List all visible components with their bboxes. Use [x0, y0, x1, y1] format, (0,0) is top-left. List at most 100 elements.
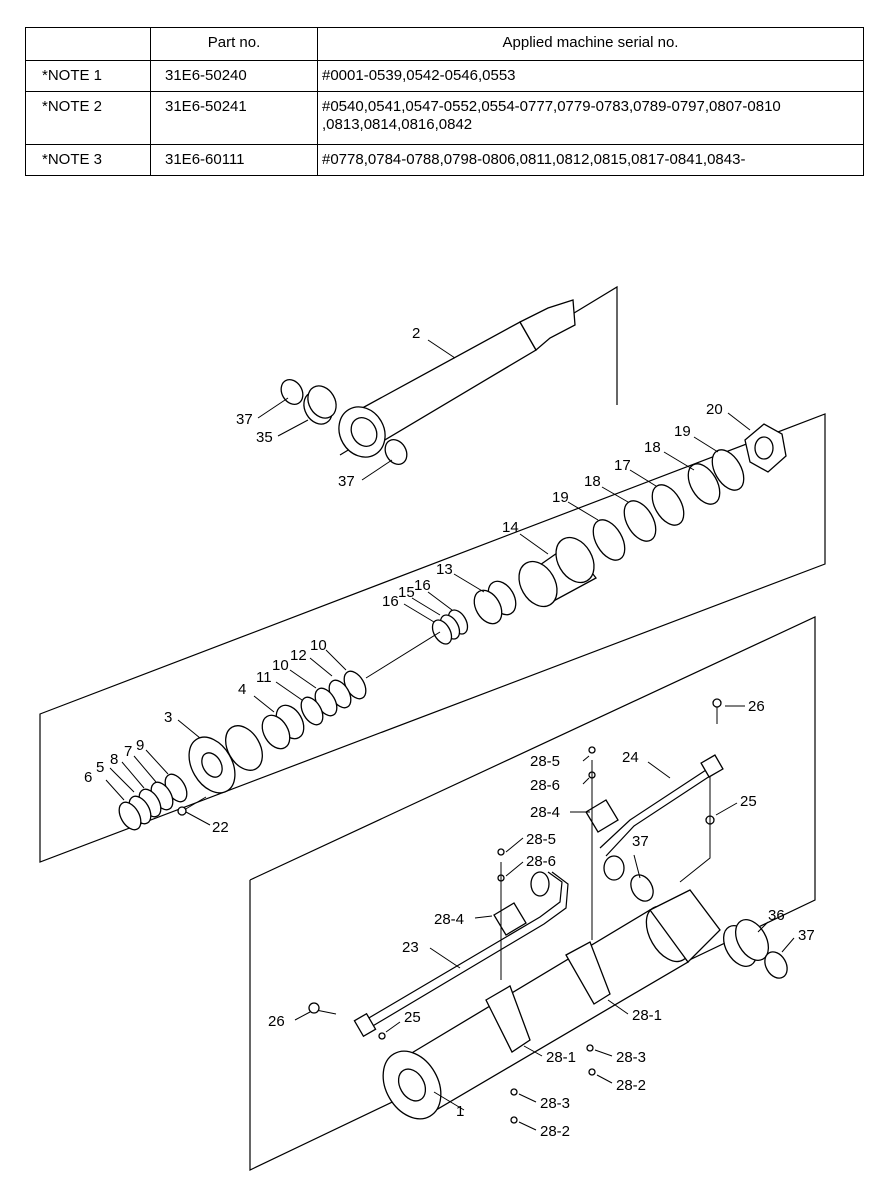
callout-label: 17	[614, 457, 631, 474]
callout-label: 15	[398, 584, 415, 601]
serial-number-table: Part no. Applied machine serial no. *NOT…	[25, 27, 864, 176]
callout-label: 18	[584, 473, 601, 490]
callout-label: 26	[748, 698, 765, 715]
ring-19b	[592, 519, 626, 561]
gland-3	[188, 725, 263, 794]
washer-28-3b	[510, 1088, 518, 1096]
callout-label: 37	[632, 833, 649, 850]
bolt-22	[177, 796, 207, 816]
callout-label: 28-6	[530, 777, 560, 794]
callout-label: 16	[382, 593, 399, 610]
serial-cell: #0001-0539,0542-0546,0553	[317, 60, 864, 92]
callout-label: 9	[136, 737, 144, 754]
ring-11	[300, 696, 324, 726]
callout-label: 28-1	[632, 1007, 662, 1024]
clamp-28-1b	[565, 941, 611, 1005]
bolt-26b	[308, 1002, 337, 1015]
serial-cell: #0540,0541,0547-0552,0554-0777,0779-0783…	[317, 91, 864, 145]
callout-label: 23	[402, 939, 419, 956]
callout-label: 28-2	[616, 1077, 646, 1094]
serial-cell: #0778,0784-0788,0798-0806,0811,0812,0815…	[317, 144, 864, 176]
callout-label: 28-5	[526, 831, 556, 848]
callout-label: 19	[674, 423, 691, 440]
washer-28-3a	[586, 1044, 594, 1052]
piston-rod	[338, 299, 576, 458]
pipe-24	[599, 754, 724, 881]
callout-label: 18	[644, 439, 661, 456]
callout-label: 28-3	[616, 1049, 646, 1066]
callout-label: 13	[436, 561, 453, 578]
callout-label: 25	[740, 793, 757, 810]
table-row: *NOTE 2 31E6-50241 #0540,0541,0547-0552,…	[25, 91, 864, 145]
note-cell: *NOTE 1	[25, 60, 151, 92]
bushing-4	[261, 704, 305, 750]
callout-label: 1	[456, 1103, 464, 1120]
callout-label: 28-4	[530, 804, 560, 821]
bushing-13	[473, 580, 517, 625]
callout-label: 26	[268, 1013, 285, 1030]
serial-line: #0540,0541,0547-0552,0554-0777,0779-0783…	[322, 98, 781, 115]
o-ring-37d	[764, 951, 788, 979]
panel-tube	[249, 616, 816, 1171]
ring-16b	[431, 619, 453, 645]
bolt-28-2a	[588, 1068, 596, 1076]
serial-line: #0001-0539,0542-0546,0553	[322, 67, 516, 84]
callout-label: 12	[290, 647, 307, 664]
o-ring-25b	[378, 1032, 386, 1040]
ring-18a	[687, 463, 721, 505]
ring-18b	[623, 500, 657, 542]
callout-label: 37	[338, 473, 355, 490]
o-ring-37b	[384, 439, 408, 465]
callout-label: 28-6	[526, 853, 556, 870]
note-cell: *NOTE 3	[25, 144, 151, 176]
callout-label: 28-2	[540, 1123, 570, 1140]
callout-label: 24	[622, 749, 639, 766]
callout-labels: 2 37 35 37 20 19 18 17 18 19 14 13 16 15…	[84, 325, 815, 1140]
bolt-28-2b	[510, 1116, 518, 1124]
callout-label: 8	[110, 751, 118, 768]
callout-label: 3	[164, 709, 172, 726]
table-row: *NOTE 3 31E6-60111 #0778,0784-0788,0798-…	[25, 144, 864, 176]
callout-label: 11	[256, 669, 272, 686]
callout-label: 6	[84, 769, 92, 786]
callout-label: 36	[768, 907, 785, 924]
callout-label: 35	[256, 429, 273, 446]
bolt-28-5b	[497, 848, 505, 856]
callout-label: 4	[238, 681, 246, 698]
callout-label: 20	[706, 401, 723, 418]
callout-label: 14	[502, 519, 519, 536]
nut-20	[744, 423, 787, 473]
table-row: *NOTE 1 31E6-50240 #0001-0539,0542-0546,…	[25, 60, 864, 92]
callout-label: 28-4	[434, 911, 464, 928]
note-cell: *NOTE 2	[25, 91, 151, 145]
callout-label: 28-1	[546, 1049, 576, 1066]
serial-line: #0778,0784-0788,0798-0806,0811,0812,0815…	[322, 151, 746, 168]
cylinder-tube-1	[382, 889, 721, 1120]
axis-line-rings	[365, 631, 441, 679]
bushing-35	[303, 385, 337, 425]
callout-label: 22	[212, 819, 229, 836]
piston-14	[518, 536, 597, 608]
callout-label: 19	[552, 489, 569, 506]
ring-17	[651, 484, 685, 526]
clamp-28-1a	[485, 985, 531, 1053]
callout-label: 5	[96, 759, 104, 776]
callout-label: 37	[236, 411, 253, 428]
leader-lines	[105, 339, 795, 1131]
part-no-cell: 31E6-60111	[150, 144, 318, 176]
axis-line-pipe	[679, 776, 711, 883]
bolt-28-5a	[588, 746, 596, 754]
panel-seals	[39, 413, 826, 863]
callout-label: 10	[272, 657, 289, 674]
callout-label: 10	[310, 637, 327, 654]
ring-6	[118, 801, 142, 831]
callout-label: 37	[798, 927, 815, 944]
o-ring-37c	[630, 874, 654, 902]
callout-label: 28-5	[530, 753, 560, 770]
callout-label: 2	[412, 325, 420, 342]
serial-line: ,0813,0814,0816,0842	[322, 116, 473, 133]
callout-label: 25	[404, 1009, 421, 1026]
callout-label: 28-3	[540, 1095, 570, 1112]
clamp-28-4b	[493, 902, 527, 936]
